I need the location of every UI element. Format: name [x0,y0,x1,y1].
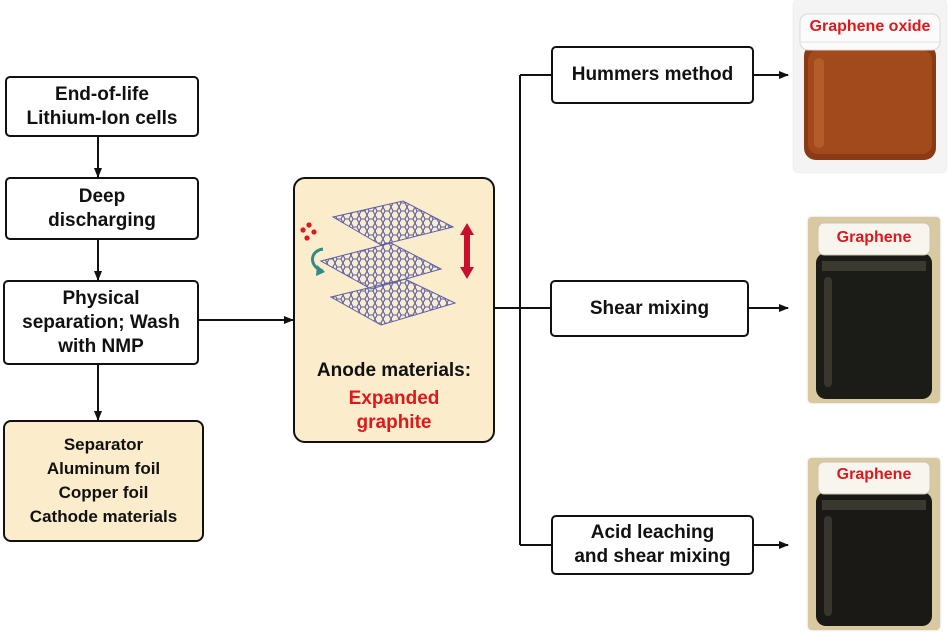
byproduct-item: Copper foil [58,483,149,502]
graphene-sheet-bottom [329,278,457,326]
box-text-line: separation; Wash [22,311,180,333]
shear-mixing-box: Shear mixing [550,280,749,337]
box-text-line: End-of-life [55,83,149,105]
expansion-double-arrow-icon [460,223,474,279]
deep-discharging-box: Deep discharging [5,177,199,240]
hummers-method-box: Hummers method [551,46,754,104]
box-text-line: Physical [62,287,140,309]
graphene-label-acid: Graphene [836,466,912,483]
graphene-sheet-top [331,200,455,246]
byproduct-item: Separator [63,435,144,454]
anode-materials-title: Anode materials: [316,360,472,381]
graphene-sheet-middle [319,242,443,290]
byproduct-item: Cathode materials [29,507,178,526]
graphene-oxide-label: Graphene oxide [809,18,931,35]
graphene-jar-image-acid: Graphene [808,458,940,630]
graphene-jar-image-shear: Graphene [808,217,940,403]
box-text-line: Acid leaching [590,522,715,543]
anode-materials-box: Anode materials: Expanded graphite [293,177,495,443]
box-text-line: discharging [48,209,156,231]
expanded-graphite-label-line2: graphite [356,412,432,433]
box-text-line: Hummers method [571,64,734,85]
physical-separation-box: Physical separation; Wash with NMP [3,280,199,365]
graphene-oxide-jar-image: Graphene oxide [794,0,946,172]
acid-leaching-box: Acid leaching and shear mixing [551,515,754,575]
box-text-line: Lithium-Ion cells [26,107,178,129]
end-of-life-cells-box: End-of-life Lithium-Ion cells [5,76,199,137]
byproduct-item: Aluminum foil [46,459,161,478]
box-text-line: Shear mixing [589,297,710,319]
byproducts-box: Separator Aluminum foil Copper foil Cath… [3,420,204,542]
expanded-graphite-label-line1: Expanded [348,388,440,409]
graphene-label-shear: Graphene [836,229,912,246]
box-text-line: Deep [78,185,126,207]
ion-dots [300,222,317,241]
box-text-line: with NMP [58,335,144,357]
expanded-graphite-illustration [300,200,474,326]
box-text-line: and shear mixing [574,546,731,567]
